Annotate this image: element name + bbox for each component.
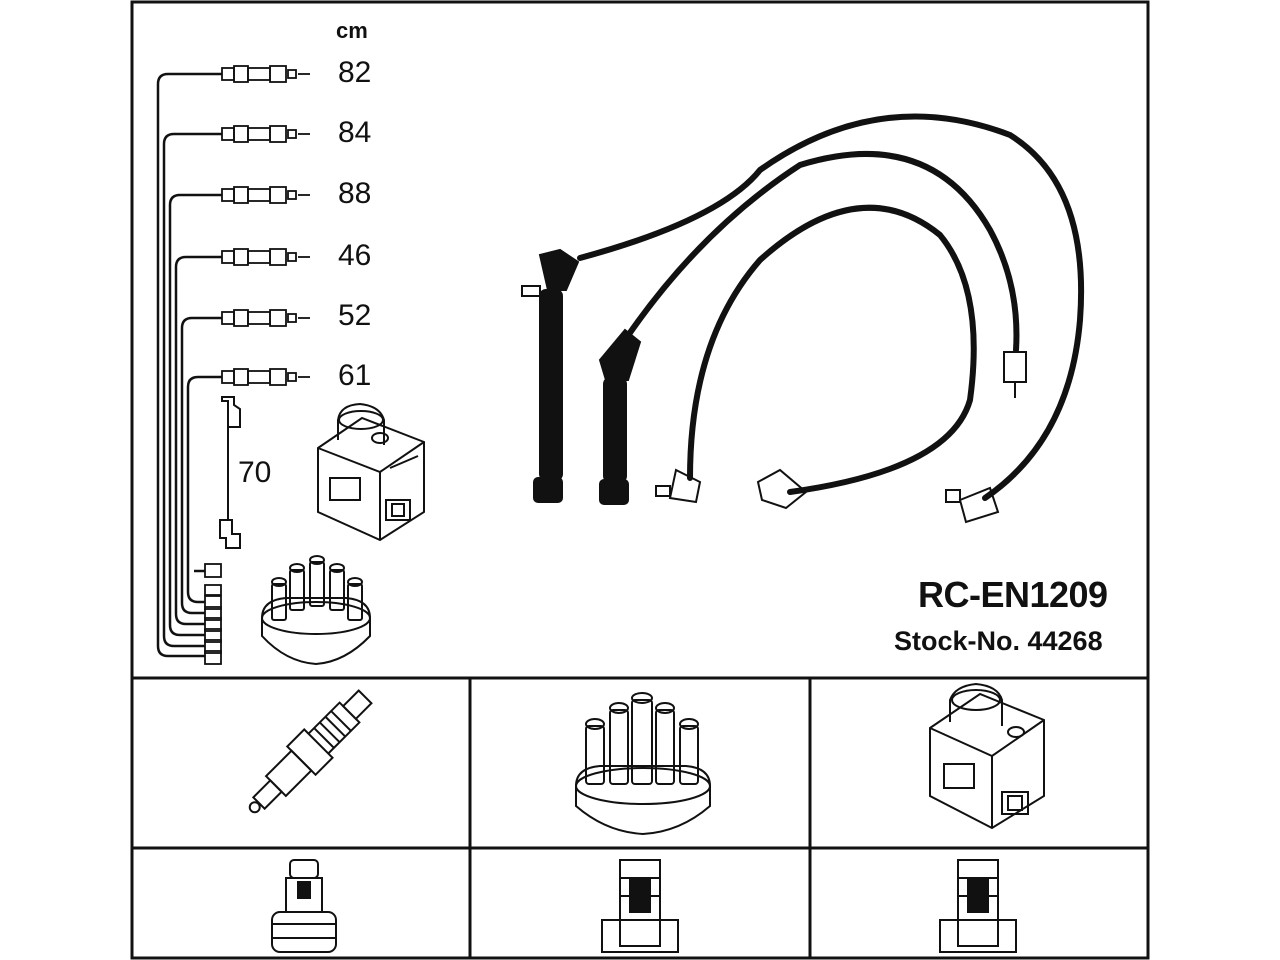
length-label-2: 84 — [338, 116, 372, 149]
boots — [521, 248, 1027, 524]
cap-drawing-bottom — [575, 692, 711, 836]
length-label-coil: 70 — [238, 456, 272, 489]
coil-drawing-bottom — [929, 682, 1045, 830]
frame — [130, 0, 1150, 960]
length-label-6: 61 — [338, 359, 372, 392]
terminal-cap-end — [601, 859, 679, 953]
coil-lead — [219, 396, 241, 549]
length-label-5: 52 — [338, 299, 372, 332]
lead-bundle — [156, 72, 222, 658]
cap-drawing-top — [261, 555, 371, 666]
lead-connectors — [204, 65, 310, 665]
unit-label: cm — [336, 18, 368, 43]
cable-set — [577, 113, 1085, 501]
length-label-3: 88 — [338, 177, 372, 210]
stock-number: Stock-No. 44268 — [894, 626, 1103, 656]
length-label-1: 82 — [338, 56, 372, 89]
terminal-plug-end — [271, 859, 337, 953]
length-label-4: 46 — [338, 239, 372, 272]
spark-plug-drawing — [248, 689, 373, 814]
product-code: RC-EN1209 — [918, 574, 1108, 615]
coil-drawing-top — [317, 402, 425, 542]
terminal-coil-end — [939, 859, 1017, 953]
